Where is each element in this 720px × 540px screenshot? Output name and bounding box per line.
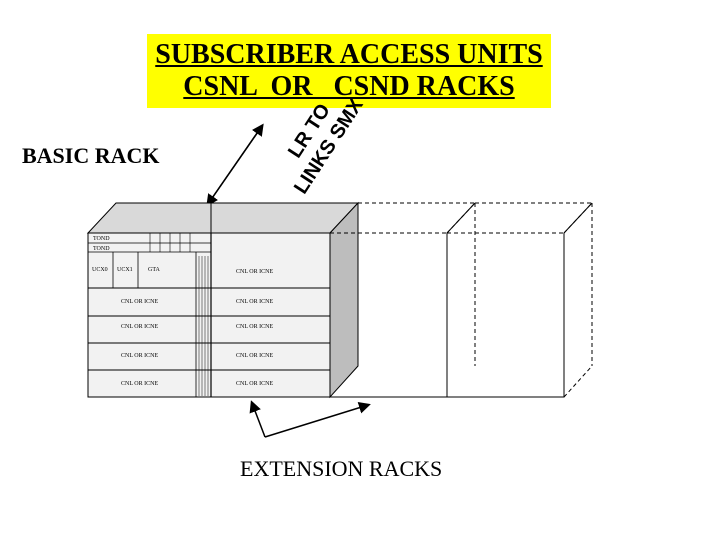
tond-label-1: TOND	[93, 236, 110, 242]
gta-label: GTA	[148, 267, 161, 273]
ext-arrow-right	[264, 401, 371, 438]
unit-right-5: CNL OR ICNE	[236, 381, 273, 387]
unit-right-1: CNL OR ICNE	[236, 269, 273, 275]
unit-right-3: CNL OR ICNE	[236, 324, 273, 330]
ucx1-label: UCX1	[117, 267, 133, 273]
rack-top-face	[86, 202, 360, 234]
unit-left-4: CNL OR ICNE	[121, 381, 158, 387]
rack-side-face	[329, 201, 359, 399]
ext-arrow-left	[249, 400, 266, 438]
extension-rack-2	[446, 202, 593, 398]
extension-racks-label: EXTENSION RACKS	[240, 456, 443, 481]
unit-left-2: CNL OR ICNE	[121, 324, 158, 330]
unit-left-3: CNL OR ICNE	[121, 353, 158, 359]
unit-right-4: CNL OR ICNE	[236, 353, 273, 359]
unit-right-2: CNL OR ICNE	[236, 299, 273, 305]
connector-strip	[198, 256, 209, 396]
basic-rack-label: BASIC RACK	[22, 143, 160, 168]
title-banner: SUBSCRIBER ACCESS UNITS CSNL OR CSND RAC…	[147, 34, 551, 108]
unit-left-1: CNL OR ICNE	[121, 299, 158, 305]
tond-label-2: TOND	[93, 246, 110, 252]
rack-front-face	[87, 232, 331, 398]
title-line-2: CSNL OR CSND RACKS	[183, 71, 515, 102]
ucx0-label: UCX0	[92, 267, 108, 273]
title-line-1: SUBSCRIBER ACCESS UNITS	[155, 39, 543, 70]
smx-link-arrow-down	[206, 125, 263, 207]
